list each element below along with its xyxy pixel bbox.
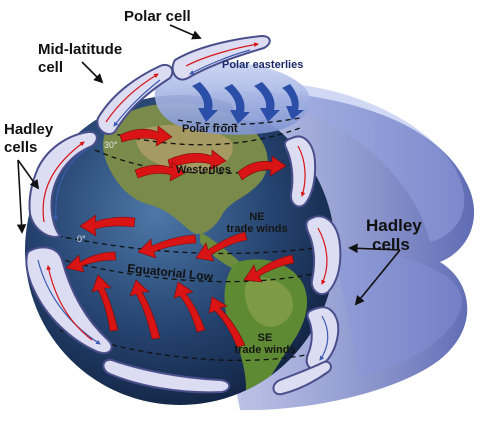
- latitude-0-label: 0°: [77, 234, 86, 244]
- hadley-cell-loop-lower-left: [25, 246, 113, 354]
- hadley-cells-left-label-line1: Hadley: [4, 121, 54, 138]
- hadley-cells-right-label-line2: cells: [372, 235, 410, 254]
- mid-latitude-cell-loop-left: [96, 64, 174, 136]
- ne-trade-winds-label-line1: NE: [249, 211, 265, 223]
- polar-front-label: Polar front: [182, 123, 238, 135]
- hadley-cell-loop-upper-left: [28, 130, 98, 238]
- ne-trade-winds-label-line2: trade winds: [226, 223, 288, 235]
- wind-arrows: [65, 125, 295, 348]
- polar-cell-label: Polar cell: [124, 8, 191, 25]
- mid-latitude-cell-label-line2: cell: [38, 59, 64, 76]
- mid-latitude-cell-loop-right: [283, 135, 317, 208]
- hadley-cells-right-label-line1: Hadley: [366, 216, 422, 235]
- convection-cells: [25, 34, 342, 396]
- se-trade-winds-label-line2: trade winds: [234, 344, 296, 356]
- polar-easterlies-label: Polar easterlies: [222, 59, 304, 71]
- westerlies-label: Westerlies: [176, 164, 231, 176]
- hadley-cells-left-label-line2: cells: [4, 139, 38, 156]
- pointer-arrows: [16, 24, 401, 306]
- hadley-cell-loop-right-lower: [305, 306, 340, 370]
- bottom-right-cell-loop: [272, 360, 332, 396]
- bottom-cell-loop: [102, 358, 231, 394]
- latitude-30-label: 30°: [104, 140, 118, 150]
- polar-easterlies-arrows: [192, 82, 304, 124]
- mid-latitude-cell-label-line1: Mid-latitude: [38, 41, 123, 58]
- se-trade-winds-label-line1: SE: [257, 332, 273, 344]
- hadley-cell-loop-right-upper: [305, 215, 342, 296]
